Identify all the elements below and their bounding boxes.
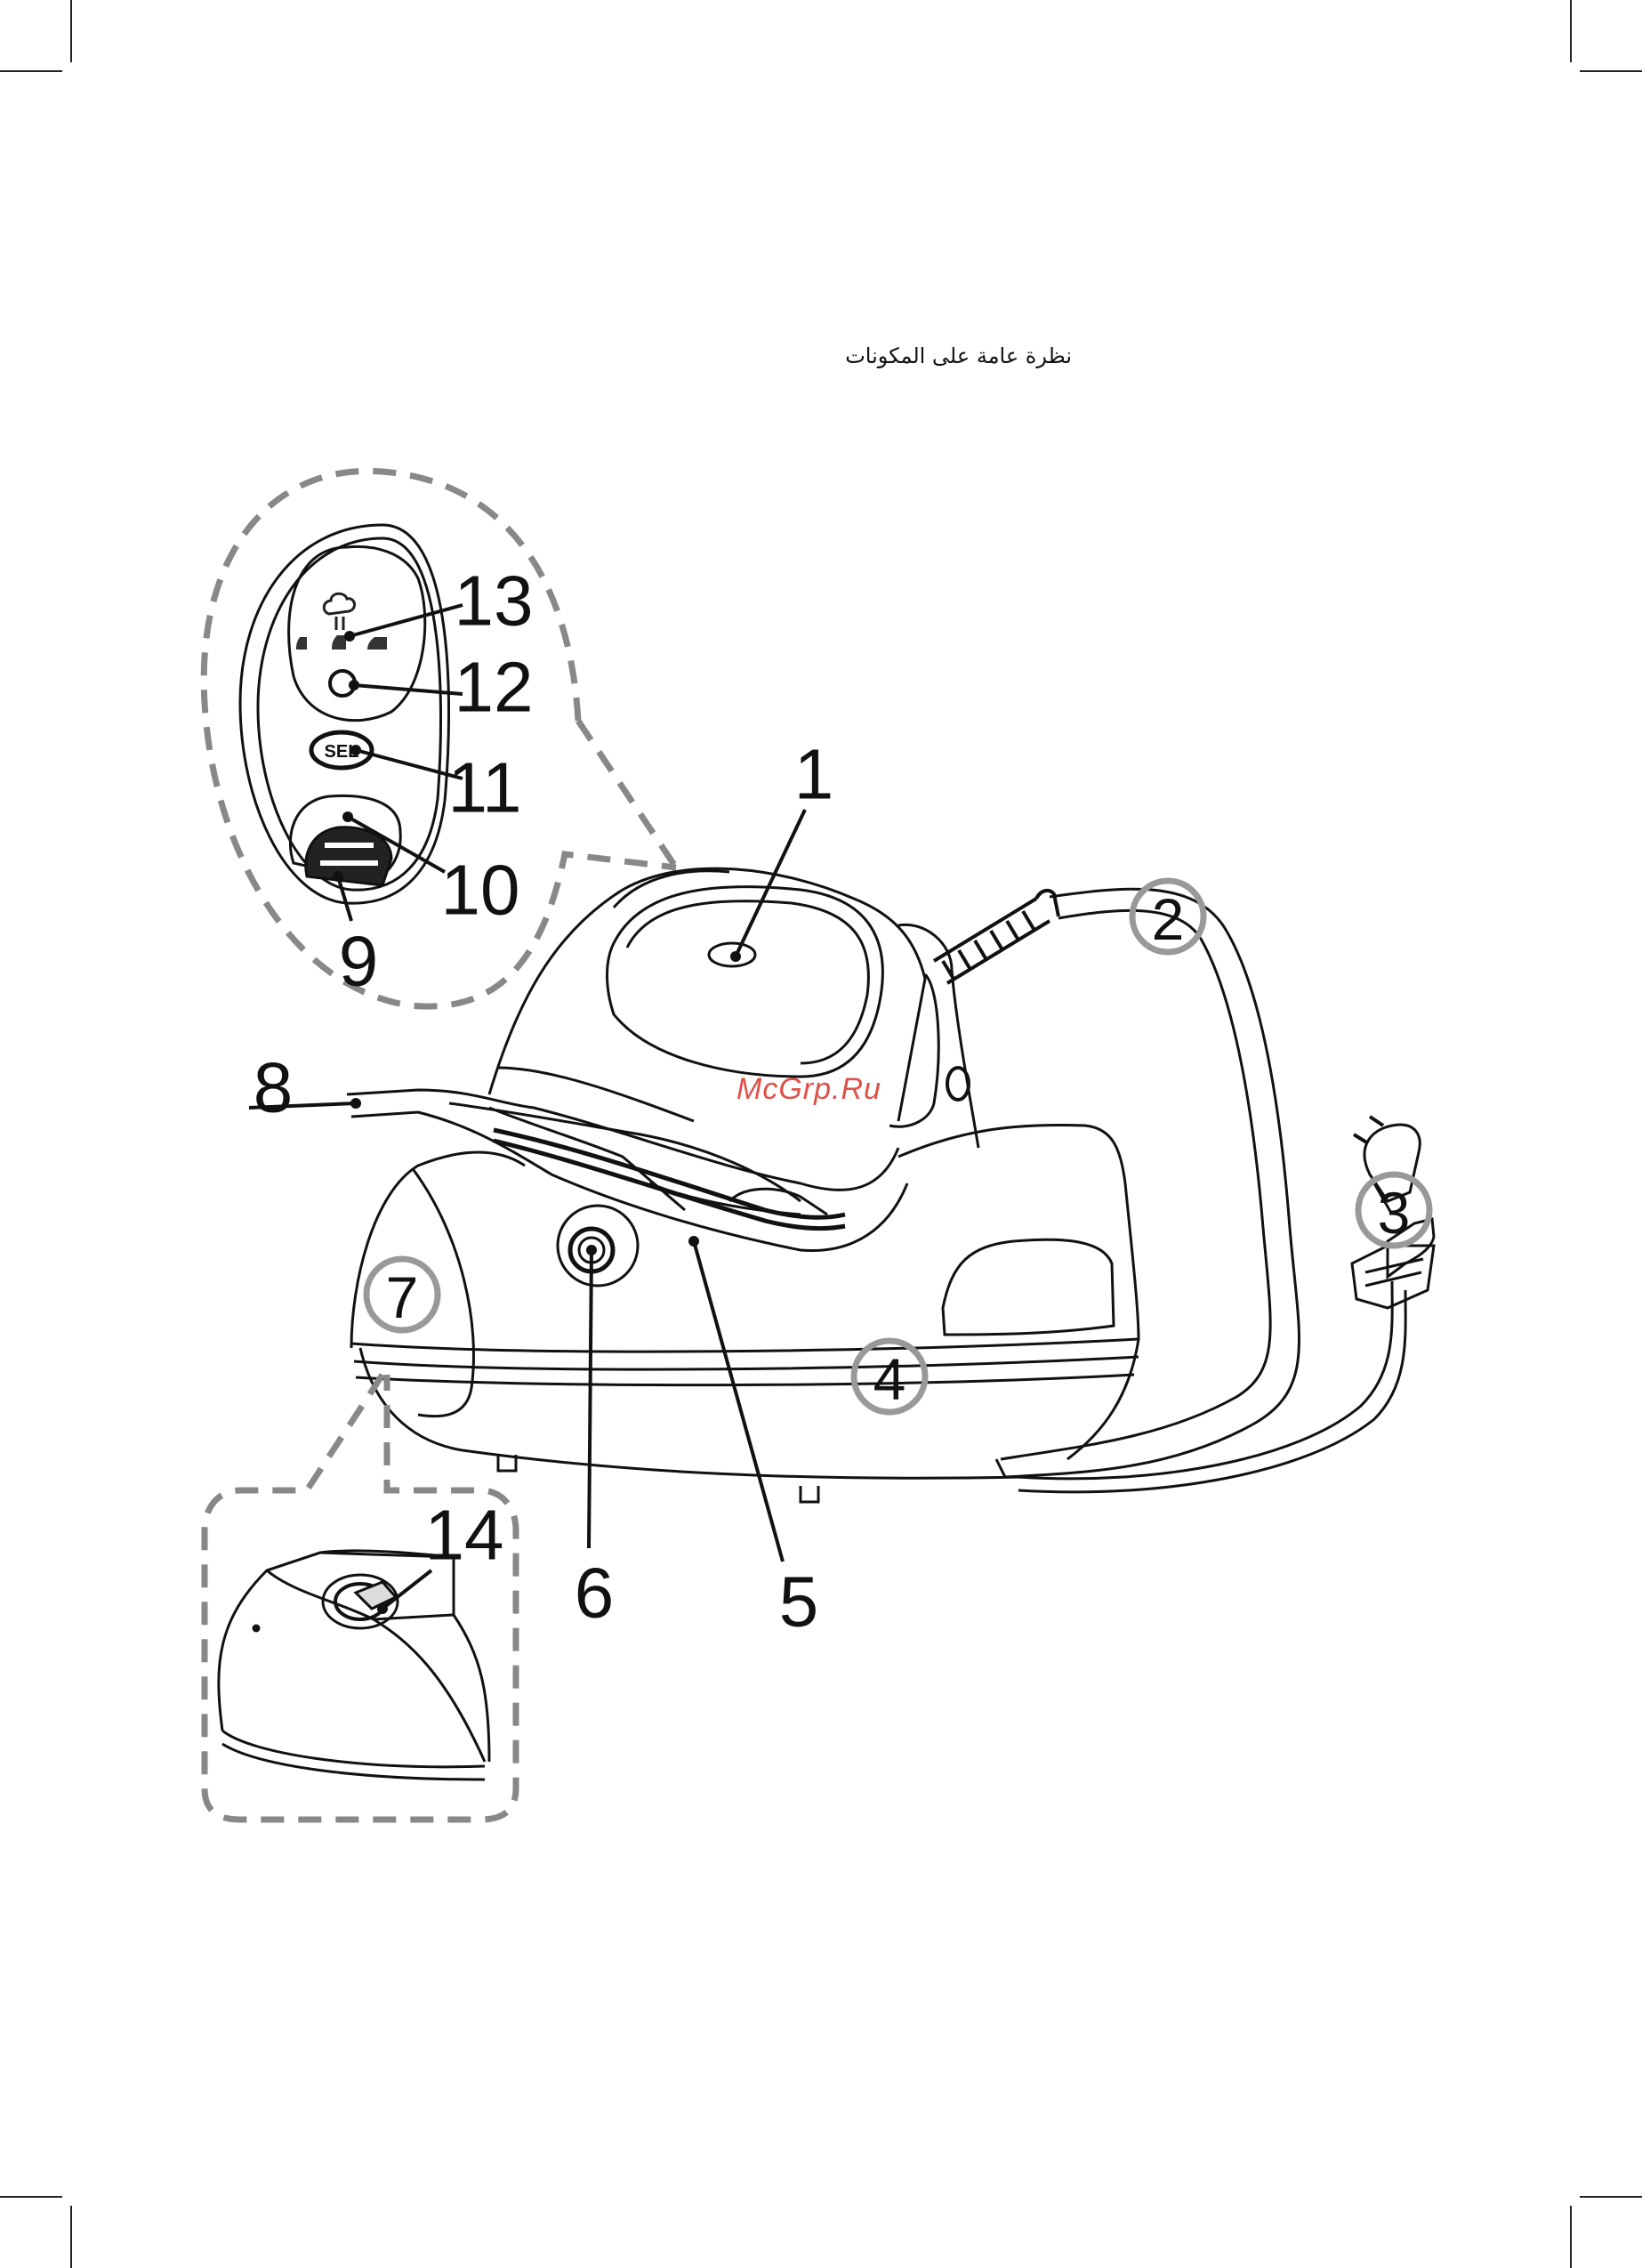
label-13: 13: [455, 561, 534, 641]
base-station: [351, 1125, 1139, 1502]
iron-high-icon: [367, 637, 387, 650]
label-3: 3: [1378, 1180, 1411, 1246]
callout-circle-7: 7: [366, 1259, 438, 1330]
label-10: 10: [441, 851, 520, 930]
leader-dots: [333, 631, 741, 1614]
iron-mid-icon: [332, 635, 346, 650]
label-8: 8: [254, 1048, 294, 1127]
heater-band: [494, 1130, 845, 1228]
callout-circle-4: 4: [854, 1341, 925, 1412]
callout-circle-2: 2: [1132, 881, 1203, 952]
label-12: 12: [455, 648, 534, 727]
steam-trigger[interactable]: [290, 795, 400, 885]
label-11: 11: [447, 748, 521, 827]
label-4: 4: [873, 1346, 906, 1412]
label-1: 1: [794, 735, 834, 814]
iron-low-icon: [296, 637, 307, 650]
label-9: 9: [339, 922, 379, 1001]
label-6: 6: [575, 1554, 615, 1633]
label-7: 7: [386, 1264, 419, 1330]
sel-button[interactable]: SEL: [311, 732, 372, 768]
label-2: 2: [1152, 886, 1185, 952]
anti-calc-valve-drawing: [219, 1551, 489, 1780]
watermark: McGrp.Ru: [736, 1072, 881, 1107]
callout-circle-3: 3: [1358, 1174, 1429, 1246]
steam-hose: [996, 889, 1299, 1477]
steam-cloud-icon: [324, 593, 354, 630]
label-14: 14: [425, 1496, 504, 1575]
label-5: 5: [779, 1562, 819, 1642]
lock-hinge[interactable]: [558, 1206, 638, 1286]
